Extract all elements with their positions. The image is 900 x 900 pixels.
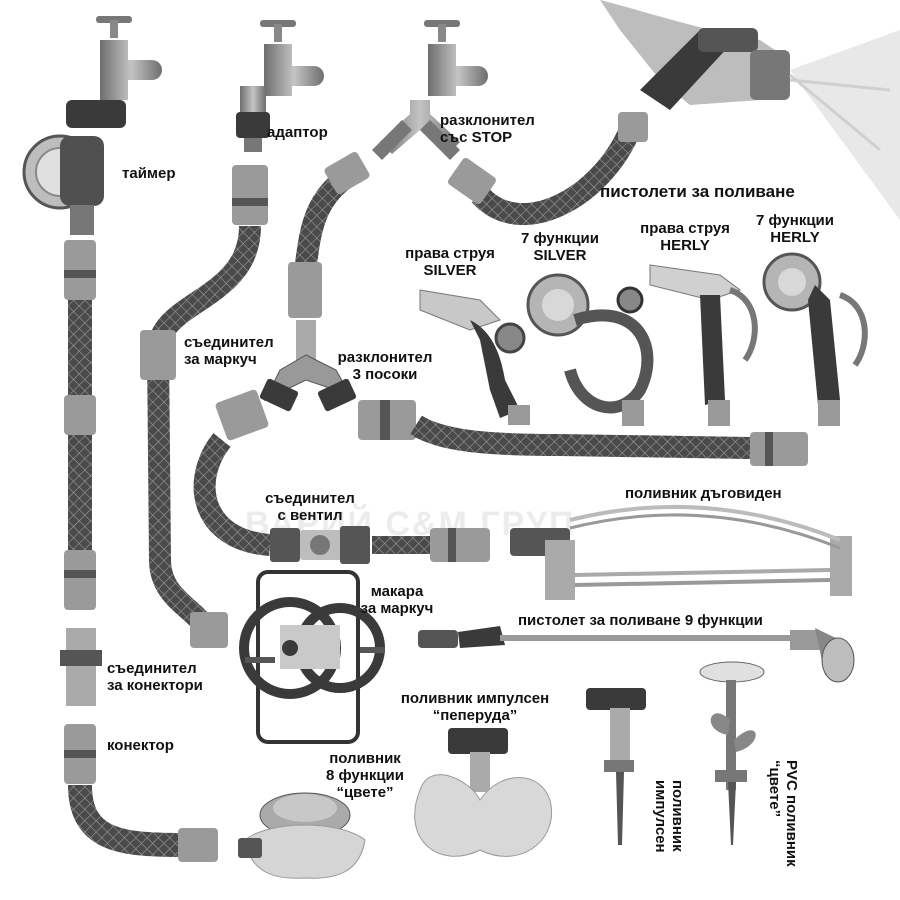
gun-straight-herly: [649, 264, 758, 426]
label-adapter: адаптор: [267, 124, 328, 141]
label-impulse-butterfly: поливник импулсен “пеперуда”: [395, 690, 555, 724]
tap-with-timer: [22, 16, 162, 235]
pvc-flower-sprinkler: [699, 661, 765, 845]
hose-reel-part: [239, 570, 385, 744]
label-splitter-3: разклонител 3 посоки: [330, 349, 440, 383]
label-hose-joiner-line1: съединител: [184, 334, 274, 351]
label-seven-herly-line1: 7 функции: [755, 212, 834, 229]
label-seven-silver: 7 функции SILVER: [510, 230, 610, 264]
label-timer: таймер: [122, 165, 176, 182]
label-splitter-3-line1: разклонител: [337, 349, 433, 366]
label-sprinkler-8-line2: 8 функции: [325, 767, 404, 784]
label-sprinkler-8-line3: “цвете”: [336, 784, 394, 801]
label-hose-reel-line1: макара: [370, 583, 424, 600]
label-splitter-stop-line2: със STOP: [440, 129, 513, 146]
label-impulse-spike-line2: импулсен: [652, 780, 669, 853]
three-way-right-hose: [358, 400, 808, 466]
valve-joiner-part: [270, 526, 490, 564]
label-seven-herly: 7 функции HERLY: [745, 212, 845, 246]
label-hose-reel-line2: за маркуч: [360, 600, 434, 617]
label-seven-herly-line2: HERLY: [770, 229, 820, 246]
label-seven-silver-line1: 7 функции: [520, 230, 599, 247]
label-hose-reel: макара за маркуч: [352, 583, 442, 617]
label-impulse-butterfly-line1: поливник импулсен: [400, 690, 550, 707]
label-hose-joiner: съединител за маркуч: [184, 334, 274, 368]
connector-joiner-part: [60, 628, 102, 706]
label-splitter-stop: разклонител със STOP: [440, 112, 535, 146]
label-sprinkler-8-line1: поливник: [329, 750, 401, 767]
label-connector: конектор: [107, 737, 174, 754]
splitter-hose: [288, 151, 370, 318]
middle-hose-line: [140, 165, 268, 648]
three-way-splitter: [259, 320, 357, 412]
label-splitter-stop-line1: разклонител: [440, 112, 535, 129]
label-oscillating-sprinkler: поливник дъговиден: [625, 485, 782, 502]
label-impulse-spike-line1: поливник: [669, 780, 686, 852]
label-straight-herly-line2: HERLY: [660, 237, 710, 254]
label-straight-silver: права струя SILVER: [395, 245, 505, 279]
label-hose-joiner-line2: за маркуч: [184, 351, 257, 368]
connector-part: [64, 724, 218, 862]
label-sprinkler-8: поливник 8 функции “цвете”: [320, 750, 410, 801]
oscillating-sprinkler-part: [510, 504, 852, 600]
label-wand-9: пистолет за поливане 9 функции: [518, 612, 763, 629]
tap-with-stop-splitter: [372, 20, 488, 160]
label-connector-joiner-line2: за конектори: [107, 677, 203, 694]
wand-nine-functions: [418, 626, 855, 683]
label-straight-silver-line2: SILVER: [423, 262, 477, 279]
sprinkler-eight-flower: [238, 792, 366, 879]
label-connector-joiner-line1: съединител: [107, 660, 197, 677]
label-straight-herly-line1: права струя: [640, 220, 730, 237]
label-straight-herly: права струя HERLY: [630, 220, 740, 254]
gun-seven-silver: [526, 273, 654, 426]
label-seven-silver-line2: SILVER: [533, 247, 587, 264]
label-valve-joiner-line1: съединител: [265, 490, 355, 507]
hand-with-spray-gun: [600, 0, 900, 220]
label-straight-silver-line1: права струя: [405, 245, 495, 262]
label-pvc-flower-line2: “цвете”: [766, 760, 783, 818]
label-spray-guns: пистолети за поливане: [600, 182, 795, 201]
label-valve-joiner-line2: с вентил: [277, 507, 343, 524]
gun-hose: [448, 112, 648, 225]
label-connector-joiner: съединител за конектори: [107, 660, 203, 694]
label-pvc-flower-line1: PVC поливник: [783, 760, 800, 867]
impulse-spike-sprinkler: [586, 688, 646, 845]
three-way-left-hose: [193, 389, 272, 556]
label-pvc-flower: PVC поливник “цвете”: [766, 760, 800, 867]
impulse-butterfly-sprinkler: [414, 728, 552, 857]
label-splitter-3-line2: 3 посоки: [352, 366, 418, 383]
gun-straight-silver: [419, 289, 530, 425]
gun-seven-herly: [762, 252, 868, 426]
label-impulse-butterfly-line2: “пеперуда”: [432, 707, 518, 724]
label-impulse-spike: поливник импулсен: [652, 780, 686, 853]
left-hose-line: [64, 240, 96, 610]
label-valve-joiner: съединител с вентил: [265, 490, 355, 524]
tap-with-adapter: [236, 20, 324, 152]
